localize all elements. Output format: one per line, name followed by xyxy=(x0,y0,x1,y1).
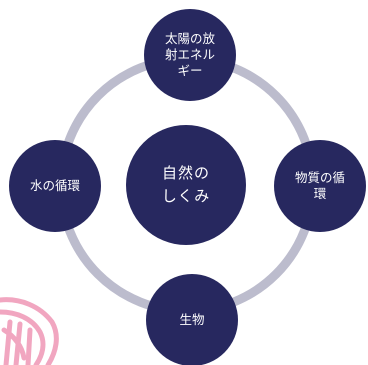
node-left xyxy=(9,140,101,232)
node-top xyxy=(144,9,236,101)
pink-doodle-decoration xyxy=(0,297,59,365)
node-bottom xyxy=(146,274,238,365)
node-center xyxy=(126,125,246,245)
node-right xyxy=(274,140,366,232)
